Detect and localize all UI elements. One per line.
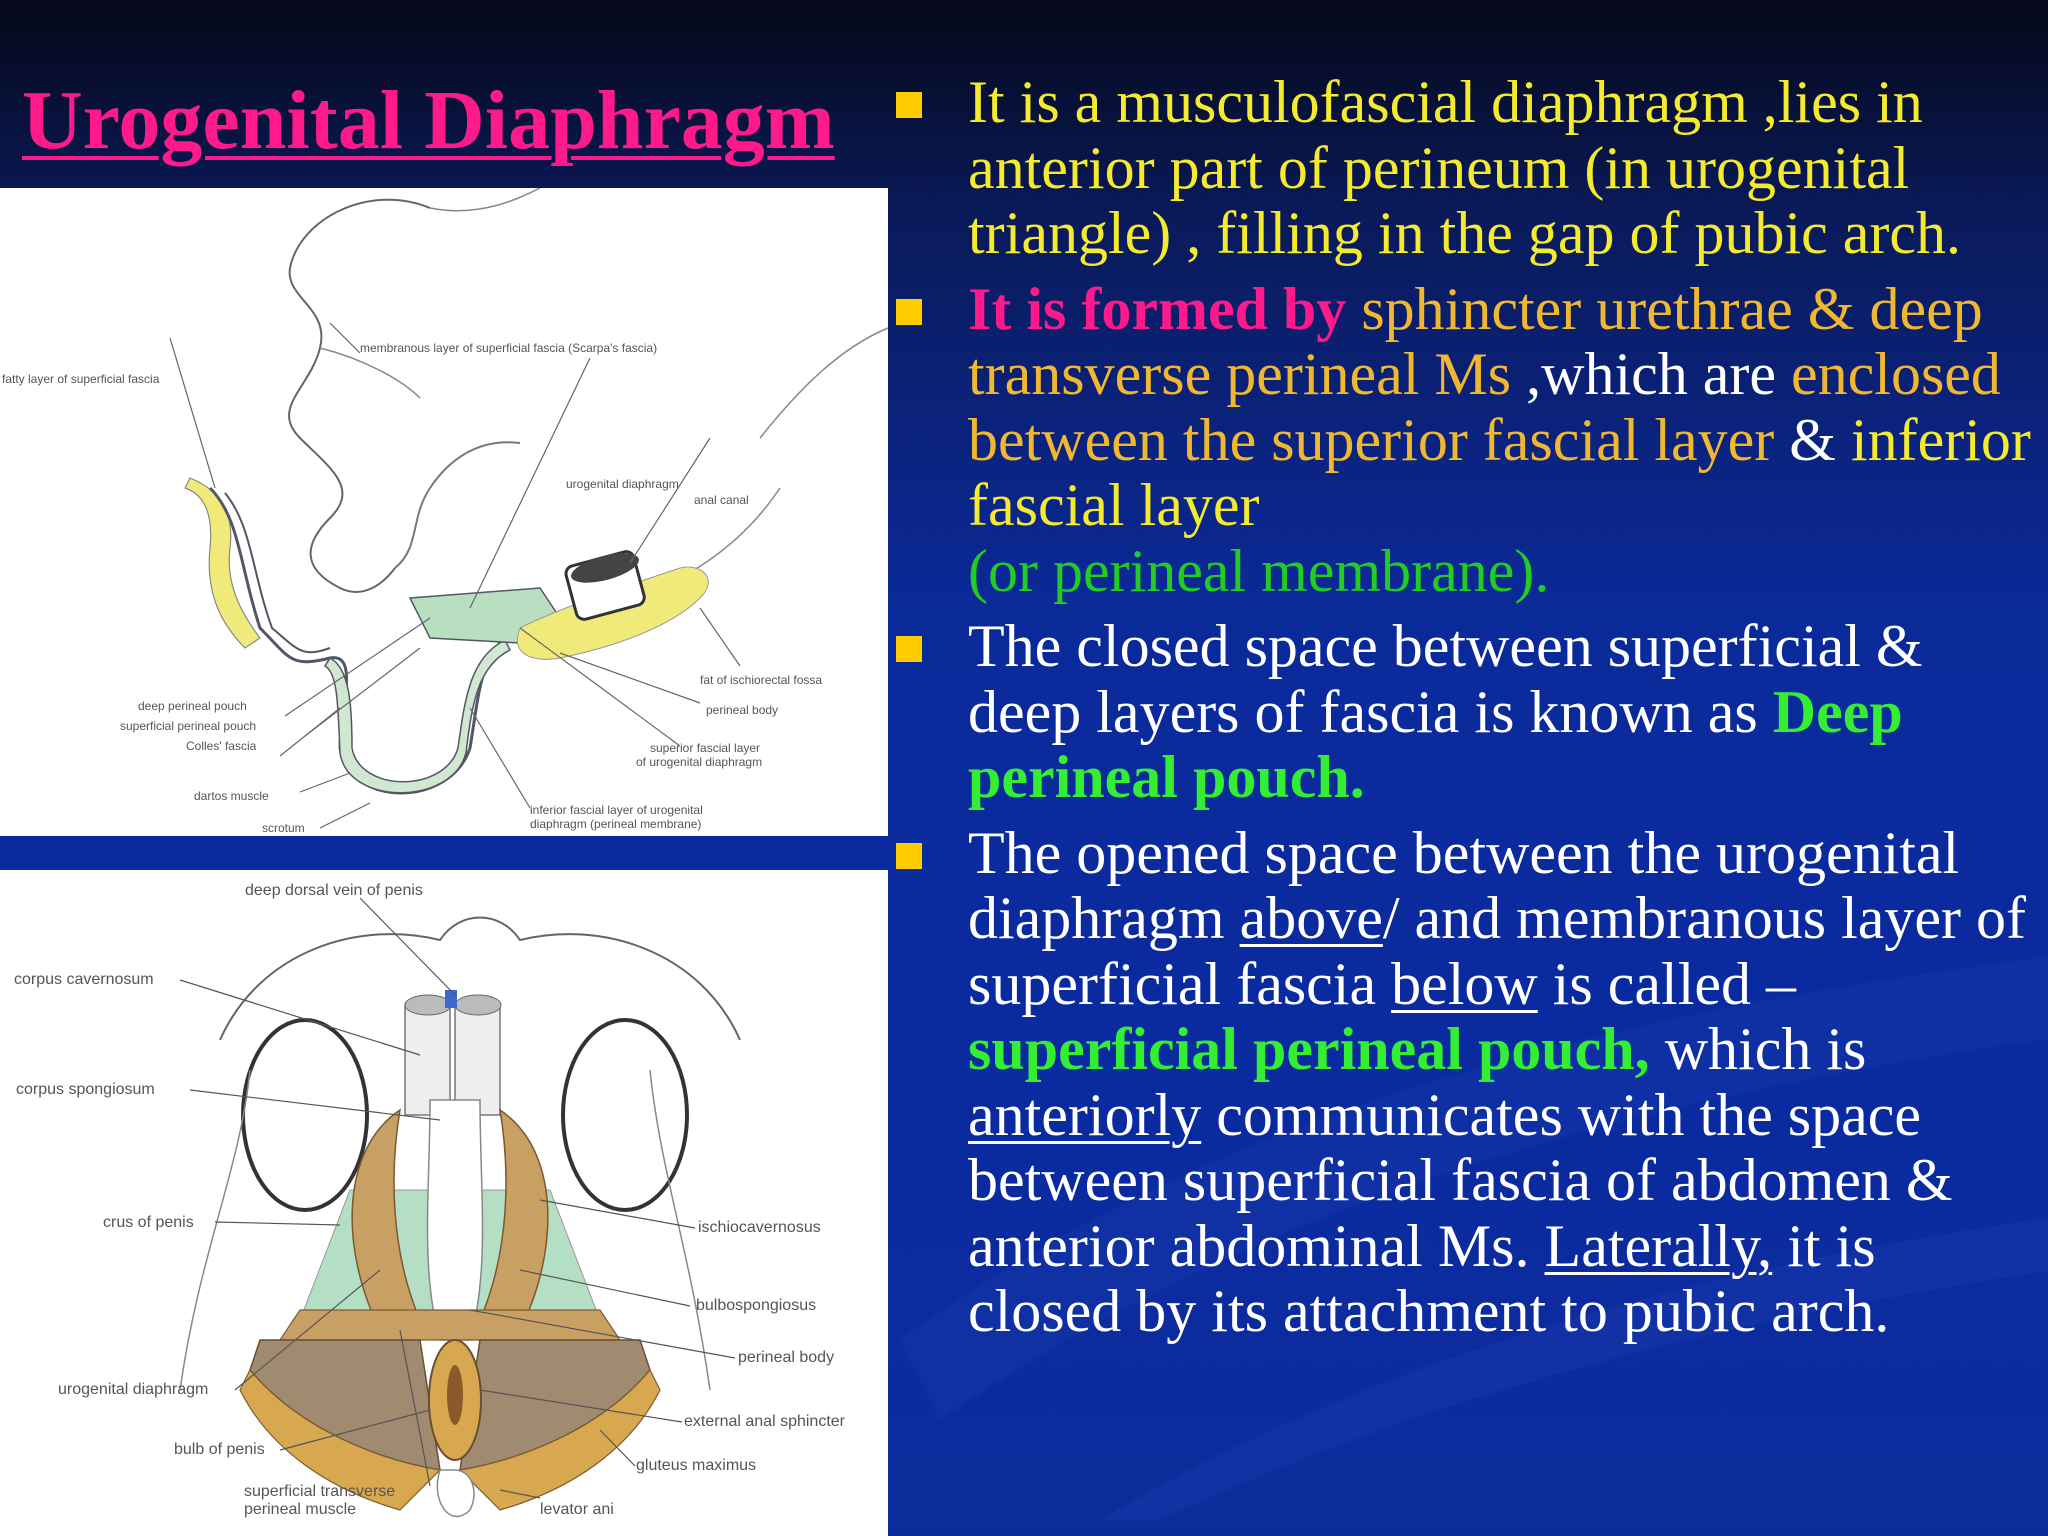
sagittal-section-figure: membranous layer of superficial fascia (… xyxy=(0,188,888,836)
bullet-2-membrane: (or perineal membrane). xyxy=(968,537,1550,604)
superficial-transverse-band xyxy=(278,1309,622,1341)
label-inferior-fascial-1: inferior fascial layer of urogenital xyxy=(530,803,703,817)
bullet-list: It is a musculofascial diaphragm ,lies i… xyxy=(890,69,2040,1345)
label-superficial-perineal-pouch: superficial perineal pouch xyxy=(120,719,256,733)
bullet-1: It is a musculofascial diaphragm ,lies i… xyxy=(890,69,2040,267)
label-inferior-fascial-2: diaphragm (perineal membrane) xyxy=(530,817,701,831)
label-anal-canal: anal canal xyxy=(694,493,749,507)
bullet-4-t3: is called – xyxy=(1552,950,1797,1017)
bullet-4-t2: / and membranous layer of superficial fa… xyxy=(968,885,2026,1017)
label-scrotum: scrotum xyxy=(262,821,305,835)
leader-lines xyxy=(169,322,741,829)
label-superficial-transverse-2: perineal muscle xyxy=(244,1501,356,1518)
coccyx-drawing xyxy=(436,1469,475,1518)
label-corpus-cavernosum: corpus cavernosum xyxy=(14,971,154,988)
label-corpus-spongiosum: corpus spongiosum xyxy=(16,1081,155,1098)
label-urogenital-diaphragm: urogenital diaphragm xyxy=(58,1381,208,1398)
bullet-square-icon xyxy=(896,92,922,118)
bullet-square-icon xyxy=(896,842,922,869)
perineum-drawing: deep dorsal vein of penis corpus caverno… xyxy=(14,882,846,1518)
levator-right xyxy=(458,1368,661,1511)
sagittal-section-drawing: membranous layer of superficial fascia (… xyxy=(2,188,888,835)
label-fatty-layer: fatty layer of superficial fascia xyxy=(2,372,160,386)
label-ischiocavernosus: ischiocavernosus xyxy=(698,1219,821,1236)
superficial-pouch-fill xyxy=(323,638,512,794)
bullet-3: The closed space between superficial & d… xyxy=(890,613,2040,811)
pubic-bone-outline xyxy=(288,198,431,593)
label-levator-ani: levator ani xyxy=(540,1501,614,1518)
levator-left xyxy=(239,1368,442,1511)
bullet-2-amp: & xyxy=(1789,406,1836,473)
label-fat-ischiorectal: fat of ischiorectal fossa xyxy=(700,673,822,687)
pelvic-outline xyxy=(219,916,741,1041)
anal-canal-drawing xyxy=(564,550,646,621)
label-superficial-transverse-1: superficial transverse xyxy=(244,1483,395,1500)
bullet-2-mid: ,which are xyxy=(1526,341,1777,407)
bullet-square-icon xyxy=(896,298,922,325)
label-gluteus-maximus: gluteus maximus xyxy=(636,1457,756,1474)
bullet-1-text: It is a musculofascial diaphragm ,lies i… xyxy=(968,69,1962,266)
obturator-foramen-left xyxy=(241,1018,369,1212)
label-deep-perineal-pouch: deep perineal pouch xyxy=(138,699,247,713)
bullet-4-t1: The opened space between the urogenital … xyxy=(968,819,1960,951)
bullet-3-text: The closed space between superficial & d… xyxy=(968,613,1923,745)
bullet-square-icon xyxy=(896,636,922,662)
bullet-4-term: superficial perineal pouch, xyxy=(968,1016,1650,1082)
obturator-foramen-right xyxy=(561,1018,689,1212)
bullet-4-below: below xyxy=(1391,950,1538,1017)
bullet-2: It is formed by sphincter urethrae & dee… xyxy=(890,275,2040,605)
bullet-2-enclosed: enclosed between the superior fascial la… xyxy=(968,341,2001,473)
label-dartos-muscle: dartos muscle xyxy=(194,789,269,803)
bullet-3-term: Deep perineal pouch. xyxy=(968,678,1903,810)
bullet-4: The opened space between the urogenital … xyxy=(890,819,2040,1345)
label-crus-of-penis: crus of penis xyxy=(103,1214,194,1231)
bullet-4-t6: it is closed by its attachment to pubic … xyxy=(968,1212,1890,1344)
label-superior-fascial-1: superior fascial layer xyxy=(650,741,760,755)
perineum-view-figure: deep dorsal vein of penis corpus caverno… xyxy=(0,870,888,1536)
bullet-4-t5: communicates with the space between supe… xyxy=(968,1081,1953,1279)
bullet-2-lead: It is formed by xyxy=(968,275,1347,342)
label-scarpa-fascia: membranous layer of superficial fascia (… xyxy=(360,341,657,355)
bullet-4-laterally: Laterally, xyxy=(1544,1212,1773,1279)
label-perineal-body: perineal body xyxy=(738,1349,834,1366)
label-urogenital-diaphragm: urogenital diaphragm xyxy=(566,477,679,491)
bullet-2-muscles: sphincter urethrae & deep transverse per… xyxy=(968,275,1983,407)
bullet-2-inferior: inferior fascial layer xyxy=(968,406,2031,538)
label-superior-fascial-2: of urogenital diaphragm xyxy=(636,755,762,769)
bullet-4-t4: which is xyxy=(1664,1016,1867,1082)
label-external-anal-sphincter: external anal sphincter xyxy=(684,1413,846,1430)
leader-lines xyxy=(179,897,736,1499)
label-bulbospongiosus: bulbospongiosus xyxy=(696,1297,816,1314)
label-colles-fascia: Colles' fascia xyxy=(186,739,257,753)
label-deep-dorsal-vein: deep dorsal vein of penis xyxy=(245,882,423,899)
bullet-4-above: above xyxy=(1239,885,1383,951)
label-perineal-body: perineal body xyxy=(706,703,778,717)
fatty-layer-fill xyxy=(184,477,261,649)
label-bulb-of-penis: bulb of penis xyxy=(174,1441,265,1458)
bullet-4-anteriorly: anteriorly xyxy=(968,1081,1202,1148)
slide-title: Urogenital Diaphragm xyxy=(22,74,835,167)
